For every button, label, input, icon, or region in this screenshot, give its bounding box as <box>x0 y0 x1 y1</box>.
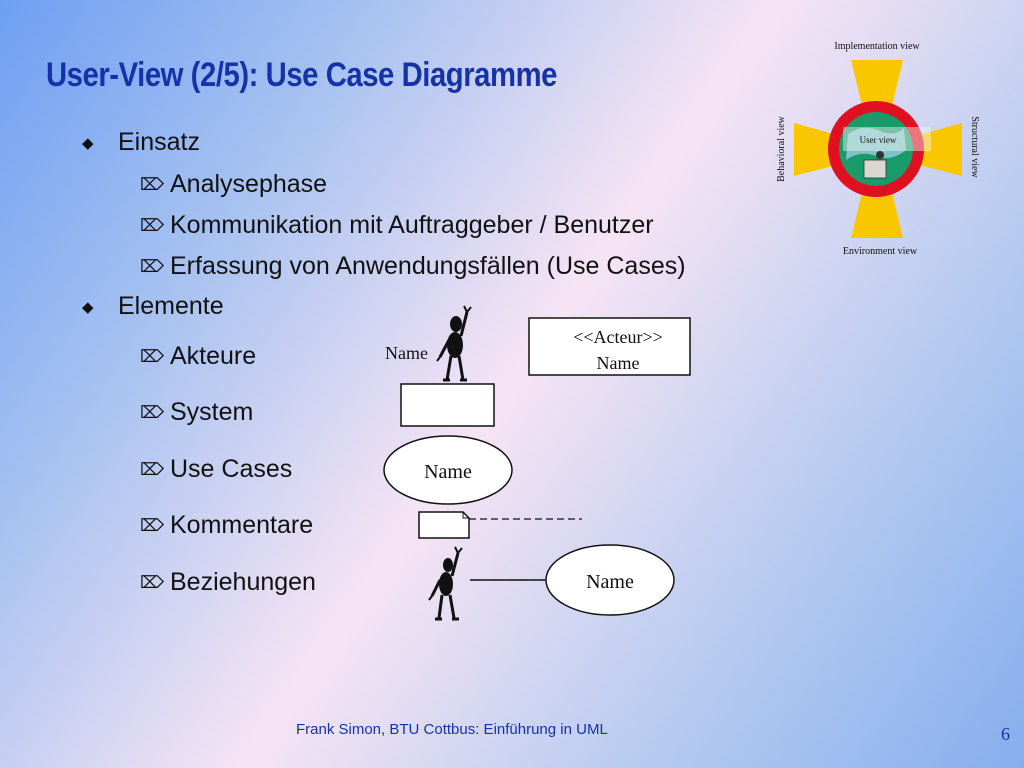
erase-arrow-icon: ⌦ <box>140 459 165 479</box>
erase-arrow-icon: ⌦ <box>140 215 165 235</box>
relation-use-case-ellipse <box>545 544 675 616</box>
computer-user-icon <box>863 159 887 179</box>
sub-bullet: ⌦ System <box>140 398 253 427</box>
sub-bullet-label: Kommunikation mit Auftraggeber / Benutze… <box>170 211 654 239</box>
actor-stereotype-box <box>528 317 691 376</box>
erase-arrow-icon: ⌦ <box>140 402 165 422</box>
environment-view-label: Environment view <box>843 246 918 257</box>
erase-arrow-icon: ⌦ <box>140 515 165 535</box>
comment-note <box>418 511 582 539</box>
user-view-label: User view <box>860 135 897 145</box>
sub-bullet-label: Beziehungen <box>170 568 316 596</box>
erase-arrow-icon: ⌦ <box>140 572 165 592</box>
sub-bullet: ⌦ Kommunikation mit Auftraggeber / Benut… <box>140 211 654 240</box>
bullet-label: Einsatz <box>118 128 200 156</box>
user-view-highlight <box>843 127 931 151</box>
sub-bullet-label: Analysephase <box>170 170 328 198</box>
sub-bullet: ⌦ Erfassung von Anwendungsfällen (Use Ca… <box>140 252 686 281</box>
sub-bullet: ⌦ Kommentare <box>140 511 313 540</box>
actor-figure-icon <box>428 546 463 621</box>
slide-title: User-View (2/5): Use Case Diagramme <box>46 56 557 94</box>
sub-bullet: ⌦ Beziehungen <box>140 568 316 597</box>
relation-use-case-label: Name <box>586 571 634 593</box>
page-number: 6 <box>1001 724 1010 744</box>
bullet-label: Elemente <box>118 292 224 320</box>
erase-arrow-icon: ⌦ <box>140 256 165 276</box>
view-model-figure <box>794 60 962 238</box>
sub-bullet-label: Kommentare <box>170 511 314 539</box>
bullet-elemente: ◆ Elemente <box>82 292 224 321</box>
bullet-einsatz: ◆ Einsatz <box>82 128 200 157</box>
use-case-ellipse <box>383 435 513 505</box>
implementation-view-label: Implementation view <box>834 41 920 52</box>
structural-view-label: Structural view <box>969 116 980 178</box>
system-box <box>400 383 495 427</box>
actor-box-name-label: Name <box>597 353 640 373</box>
diamond-bullet-icon: ◆ <box>82 298 94 316</box>
sub-bullet-label: System <box>170 398 254 426</box>
behavioral-view-label: Behavioral view <box>776 115 787 182</box>
sub-bullet-label: Erfassung von Anwendungsfällen (Use Case… <box>170 252 686 280</box>
sub-bullet: ⌦ Analysephase <box>140 170 327 199</box>
sub-bullet-label: Use Cases <box>170 455 293 483</box>
use-case-name-label: Name <box>424 461 472 483</box>
erase-arrow-icon: ⌦ <box>140 174 165 194</box>
actor-stereotype-label: <<Acteur>> <box>573 327 663 347</box>
slide-footer: Frank Simon, BTU Cottbus: Einführung in … <box>296 721 608 738</box>
sub-bullet-label: Akteure <box>170 342 257 370</box>
erase-arrow-icon: ⌦ <box>140 346 165 366</box>
actor-figure-icon <box>436 305 472 382</box>
sub-bullet: ⌦ Use Cases <box>140 455 292 484</box>
sub-bullet: ⌦ Akteure <box>140 342 256 371</box>
actor-name-label: Name <box>385 343 428 363</box>
diamond-bullet-icon: ◆ <box>82 134 94 152</box>
